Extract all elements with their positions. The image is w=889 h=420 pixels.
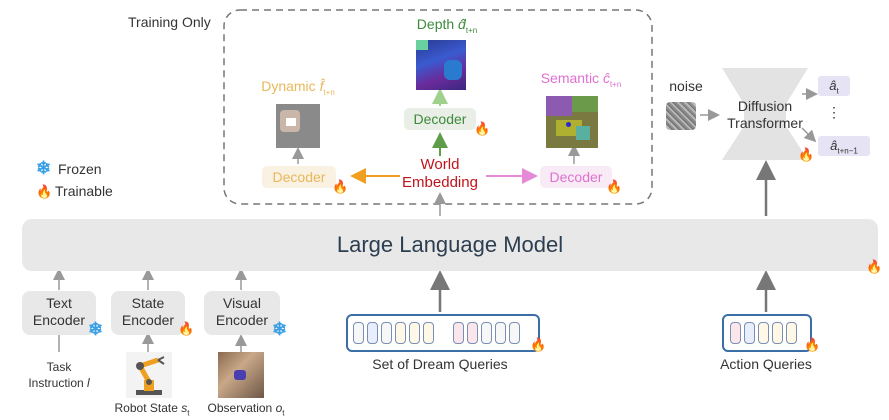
state-encoder-line2: Encoder: [121, 312, 175, 328]
fire-icon: 🔥: [474, 121, 491, 136]
dream-query-token: [409, 322, 420, 344]
observation-label: Observation ot: [207, 401, 285, 418]
training-only-region: [223, 9, 653, 205]
diffusion-line2: Transformer: [727, 115, 803, 131]
snowflake-icon: ❄: [36, 158, 52, 178]
action-output-first: ât: [818, 76, 850, 96]
world-embedding-line2: Embedding: [402, 174, 478, 191]
robot-state-label: Robot State st: [114, 401, 190, 418]
state-encoder: [111, 291, 185, 335]
dream-query-token: [367, 322, 378, 344]
dynamic-label: Dynamic f̂t+n: [261, 78, 335, 97]
action-output-last: ât+n−1: [818, 136, 870, 156]
legend-frozen: Frozen: [58, 161, 102, 177]
dream-queries-box: [346, 314, 540, 352]
visual-encoder-line2: Encoder: [215, 312, 269, 328]
training-only-label: Training Only: [128, 14, 211, 30]
dream-query-token: [509, 322, 520, 344]
fire-icon: 🔥: [804, 337, 821, 352]
action-query-token: [758, 322, 769, 344]
action-query-token: [744, 322, 755, 344]
state-encoder-line1: State: [131, 295, 165, 311]
dream-queries-label: Set of Dream Queries: [372, 356, 508, 372]
semantic-decoder: Decoder: [540, 166, 612, 188]
world-embedding-line1: World: [420, 156, 460, 173]
fire-icon: 🔥: [36, 184, 53, 199]
visual-encoder: [204, 291, 280, 335]
dynamic-prediction-image: [276, 104, 320, 148]
diffusion-line1: Diffusion: [737, 98, 793, 114]
observation-image: [218, 352, 264, 398]
action-query-token: [730, 322, 741, 344]
noise-label: noise: [669, 78, 703, 94]
semantic-prediction-image: [546, 96, 598, 148]
noise-image: [666, 102, 696, 130]
fire-icon: 🔥: [332, 179, 349, 194]
fire-icon: 🔥: [798, 147, 815, 162]
fire-icon: 🔥: [606, 179, 623, 194]
depth-prediction-image: [416, 40, 466, 90]
fire-icon: 🔥: [178, 321, 195, 336]
robot-arm-icon: [126, 352, 172, 398]
dream-query-token: [481, 322, 492, 344]
text-encoder-line2: Encoder: [32, 312, 86, 328]
snowflake-icon: ❄: [272, 319, 288, 339]
action-query-token: [772, 322, 783, 344]
visual-encoder-line1: Visual: [223, 295, 261, 311]
dream-query-token: [423, 322, 434, 344]
diffusion-transformer-shape: [722, 68, 808, 160]
fire-icon: 🔥: [530, 337, 547, 352]
text-encoder-line1: Text: [46, 295, 72, 311]
text-encoder: [22, 291, 96, 335]
semantic-label: Semantic ĉt+n: [540, 70, 622, 89]
dream-query-token: [381, 322, 392, 344]
action-query-token: [786, 322, 797, 344]
task-label-line2: Instruction l: [28, 376, 90, 390]
task-label-line1: Task: [46, 360, 72, 374]
llm-box: [22, 219, 878, 271]
depth-label: Depth d̂t+n: [416, 16, 478, 35]
action-queries-label: Action Queries: [720, 356, 812, 372]
fire-icon: 🔥: [866, 259, 883, 274]
llm-label: Large Language Model: [336, 232, 564, 257]
dream-query-token: [467, 322, 478, 344]
depth-decoder: Decoder: [404, 108, 476, 130]
dream-query-token: [453, 322, 464, 344]
legend-trainable: Trainable: [55, 183, 113, 199]
snowflake-icon: ❄: [88, 319, 104, 339]
dynamic-decoder: Decoder: [262, 166, 336, 188]
dream-query-token: [395, 322, 406, 344]
dream-query-token: [495, 322, 506, 344]
action-output-dots: ⋮: [827, 104, 841, 120]
dream-query-token: [353, 322, 364, 344]
